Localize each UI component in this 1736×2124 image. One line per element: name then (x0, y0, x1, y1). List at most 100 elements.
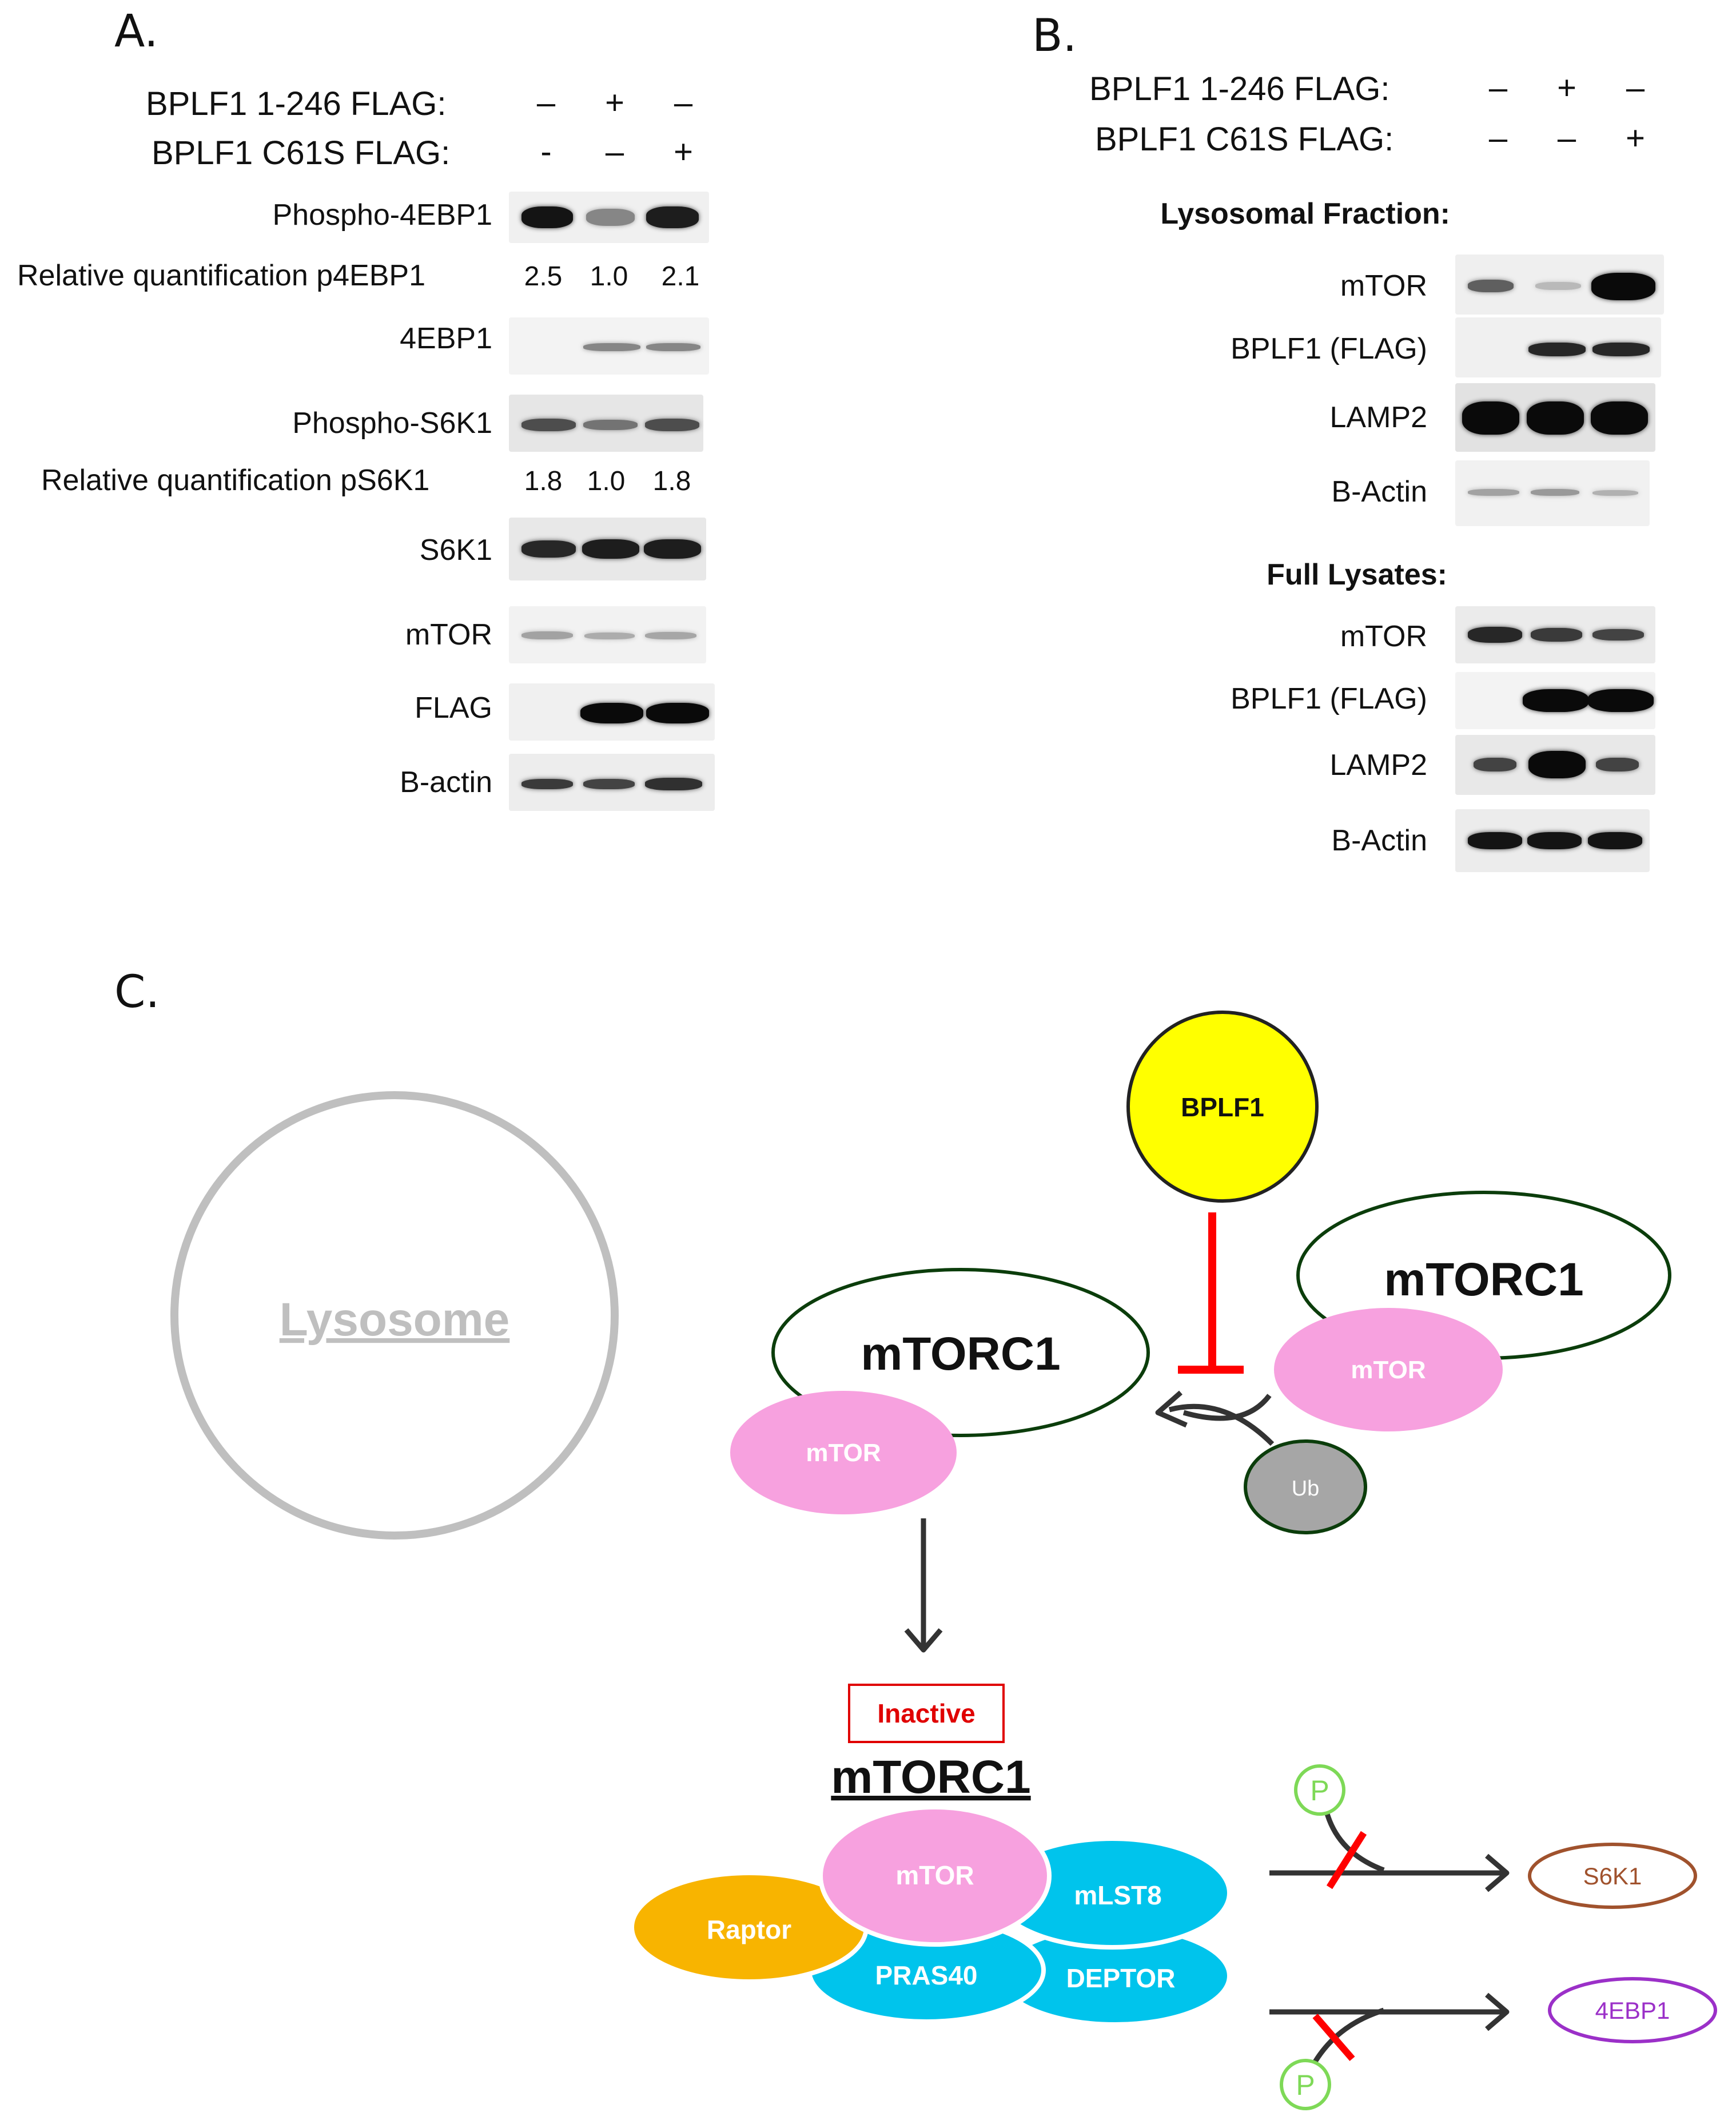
panel-b-full-label-lamp2: LAMP2 (1329, 749, 1427, 782)
inactive-label: Inactive (877, 1699, 975, 1728)
deptor-label: DEPTOR (1066, 1963, 1176, 1993)
band (1528, 751, 1586, 778)
panel-a-cond2-sign-3: + (674, 133, 693, 170)
s6k1-phospho-curve (1324, 1811, 1385, 1873)
panel-b-lyso-label-bplf1: BPLF1 (FLAG) (1231, 332, 1427, 365)
panel-b-cond2-sign-1: – (1488, 120, 1508, 157)
panel-a-row-label-s6k1: S6K1 (419, 534, 492, 567)
phospho-s6k1-circle (1294, 1764, 1345, 1816)
panel-b-cond1-sign-1: – (1488, 69, 1508, 106)
mtorc1-left-label: mTORC1 (861, 1328, 1060, 1380)
panel-a-blot-flag (509, 683, 715, 741)
ub-ellipse (1244, 1439, 1367, 1534)
pras40-label: PRAS40 (875, 1960, 978, 1990)
panel-b-full-blot-mtor (1455, 606, 1655, 663)
panel-b-lyso-blot-mtor (1455, 254, 1664, 315)
panel-a-cond1-sign-1: – (536, 84, 556, 121)
mtorc1-right-label: mTORC1 (1384, 1254, 1583, 1306)
band (521, 419, 576, 431)
band (645, 778, 702, 790)
panel-b-cond1-sign-2: + (1557, 69, 1576, 106)
panel-a-row-label-flag: FLAG (415, 691, 492, 725)
panel-a-quant-p4ebp1-value-1: 2.5 (524, 261, 563, 292)
panel-a-cond2-sign-2: – (605, 133, 624, 170)
mlst8-label: mLST8 (1074, 1880, 1161, 1910)
panel-a-row-label-phospho-4ebp1: Phospho-4EBP1 (272, 198, 493, 232)
s6k1-target-ellipse (1528, 1843, 1697, 1909)
band (1592, 343, 1650, 356)
panel-a-cond2-sign-1: - (540, 133, 552, 170)
panel-a-blot-phospho-s6k1 (509, 395, 703, 452)
panel-b-full-label-bplf1: BPLF1 (FLAG) (1231, 682, 1427, 715)
band (521, 779, 573, 789)
panel-b-lyso-label-b-actin: B-Actin (1331, 475, 1427, 508)
panel-b-full-blot-b-actin (1455, 809, 1650, 872)
bplf1-circle (1126, 1011, 1319, 1203)
band (584, 633, 635, 639)
panel-c-letter: C. (114, 966, 160, 1018)
panel-a-row-label-b-actin: B-actin (400, 766, 492, 799)
panel-a-quant-p4ebp1-value-2: 1.0 (590, 261, 628, 292)
panel-b-condition-1-label: BPLF1 1-246 FLAG: (1089, 70, 1390, 108)
deubiquitination-curve (1168, 1403, 1275, 1446)
panel-b-full-label-b-actin: B-Actin (1331, 824, 1427, 857)
4ebp1-arrow-head (1485, 1992, 1510, 2031)
panel-a-quant-ps6k1-value-1: 1.8 (524, 466, 563, 496)
band (1592, 629, 1644, 641)
deubiquitination-arrowhead (1155, 1390, 1188, 1428)
band (1468, 832, 1522, 849)
inactive-box (848, 1684, 1005, 1743)
deubiquitination-curve-2 (1182, 1394, 1272, 1421)
phospho-4ebp1-circle (1280, 2059, 1331, 2110)
band (645, 632, 696, 639)
panel-b-cond2-sign-3: + (1626, 120, 1645, 157)
raptor-label: Raptor (707, 1915, 791, 1944)
panel-b-letter: B. (1032, 10, 1077, 62)
band (1528, 343, 1586, 356)
panel-a-row-label-4ebp1: 4EBP1 (400, 322, 492, 355)
band (583, 343, 640, 351)
panel-b-lyso-label-lamp2: LAMP2 (1329, 401, 1427, 434)
band (1531, 489, 1579, 496)
panel-b-lysosomal-title: Lysosomal Fraction: (1160, 197, 1450, 230)
lysosome-circle (170, 1091, 619, 1540)
panel-b-cond2-sign-2: – (1557, 120, 1576, 157)
4ebp1-block-mark (1312, 2014, 1355, 2061)
mtor-complex-ellipse (818, 1805, 1052, 1947)
panel-b-lyso-blot-b-actin (1455, 460, 1650, 526)
band (1596, 758, 1639, 771)
band (1588, 832, 1642, 849)
panel-b-condition-2-label: BPLF1 C61S FLAG: (1095, 121, 1394, 158)
band (1468, 489, 1519, 496)
panel-b-lyso-blot-bplf1 (1455, 317, 1661, 377)
mtor-right-label: mTOR (1351, 1356, 1426, 1384)
band (521, 206, 573, 228)
panel-b-full-blot-bplf1 (1455, 672, 1655, 729)
band (583, 779, 635, 789)
panel-a-quant-p4ebp1-label: Relative quantification p4EBP1 (17, 259, 426, 292)
band (645, 419, 699, 431)
panel-b-cond1-sign-3: – (1626, 69, 1645, 106)
s6k1-arrow-head (1485, 1853, 1510, 1892)
band (1592, 490, 1638, 496)
panel-a-quant-ps6k1-label: Relative quantification pS6K1 (41, 464, 430, 497)
band (1588, 689, 1654, 712)
band (1468, 280, 1514, 292)
ub-label: Ub (1292, 1477, 1320, 1501)
band (1468, 627, 1522, 643)
panel-a-quant-p4ebp1-value-3: 2.1 (661, 261, 700, 292)
panel-a-blot-phospho-4ebp1 (509, 192, 709, 243)
4ebp1-phospho-curve (1313, 2007, 1385, 2063)
mtor-left-label: mTOR (806, 1439, 881, 1467)
panel-a-blot-b-actin (509, 754, 715, 811)
panel-b-full-blot-lamp2 (1455, 735, 1655, 795)
band (646, 343, 700, 351)
band (1531, 628, 1582, 642)
panel-a-blot-4ebp1 (509, 317, 709, 375)
band (1474, 758, 1516, 771)
band (1527, 401, 1584, 435)
band (586, 209, 635, 226)
panel-a-letter: A. (114, 6, 158, 57)
4ebp1-target-ellipse (1548, 1977, 1717, 2043)
